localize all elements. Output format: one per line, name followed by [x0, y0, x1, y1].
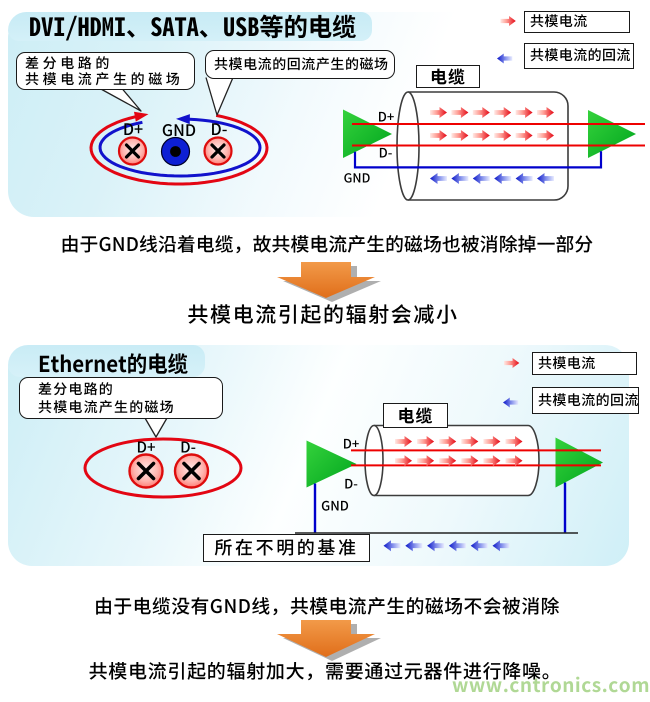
- slide1-cable-dminus-label: D-: [378, 142, 393, 161]
- slide1-callout-return: 共模电流的回流产生的磁场: [205, 50, 395, 79]
- slide1-gnd-label: GND: [161, 116, 197, 141]
- dminus-cross-icon: [210, 143, 226, 159]
- dplus-cross-icon: [136, 461, 156, 481]
- slide1-cross-section-diagram: [89, 77, 269, 186]
- legend-common-mode-arrow-icon: [504, 358, 520, 368]
- watermark: www.cntronics.com: [452, 671, 650, 698]
- slide2-cable-dminus-label: D-: [344, 473, 358, 492]
- blue-return-loop-arrowhead: [176, 114, 190, 125]
- driver-triangle-left: [306, 440, 357, 488]
- dminus-cross-icon: [182, 461, 201, 481]
- driver-triangle-right: [588, 110, 636, 158]
- slide2-cable-diagram: [295, 424, 603, 552]
- slide2-dminus-label: D-: [180, 436, 196, 457]
- conclusion1-reason: 由于GND线沿着电缆，故共模电流产生的磁场也被消除掉一部分: [60, 230, 594, 257]
- return-arrow-icon: [427, 540, 445, 552]
- driver-triangle-right: [555, 437, 603, 488]
- slide2-cable-label-box: 电缆: [383, 403, 448, 428]
- slide2-legend-arrows: [503, 358, 520, 408]
- slide2-cable-dplus-label: D+: [342, 433, 360, 453]
- slide2-dplus-label: D+: [136, 436, 156, 458]
- slide1-legend-common-mode: 共模电流: [524, 11, 630, 33]
- return-arrow-icon: [470, 540, 488, 552]
- slide2-cable-gnd-label: GND: [321, 495, 349, 515]
- slide1-cable-label-box: 电缆: [416, 65, 480, 88]
- return-current-arrows-row: [383, 540, 510, 552]
- callout-diff-tail: [99, 87, 142, 112]
- callout-line1: 差分电路的: [25, 52, 113, 73]
- slide2-title: Ethernet的电缆: [38, 347, 189, 379]
- slide2-ground-ref-box: 所在不明的基准: [203, 534, 370, 562]
- cable-cylinder-end: [364, 424, 384, 497]
- red-field-loop-arc: [89, 113, 269, 186]
- down-arrow-icon: [277, 620, 375, 657]
- slide1-cable-dplus-label: D+: [377, 106, 395, 126]
- legend-return-arrow-icon: [503, 397, 519, 408]
- return-arrow-icon: [383, 540, 401, 552]
- down-arrow-icon: [277, 262, 375, 298]
- return-arrow-icon: [492, 540, 510, 552]
- dplus-cross-icon: [124, 143, 141, 159]
- conclusion1-arrow: [277, 262, 381, 302]
- gnd-wire: [353, 151, 603, 169]
- slide1-dminus-label: D-: [210, 115, 228, 140]
- legend-common-mode-arrow-icon: [500, 16, 516, 26]
- slide1-cable-gnd-label: GND: [343, 167, 371, 187]
- slide1-dplus-label: D+: [122, 116, 144, 140]
- conclusion2-arrow: [277, 620, 381, 661]
- slide1-title: DVI/HDMI、SATA、USB等的电缆: [29, 8, 357, 44]
- red-field-loop-arrowhead: [134, 111, 149, 122]
- callout-return-tail: [205, 77, 234, 116]
- return-arrow-icon: [405, 540, 423, 552]
- conclusion1-result: 共模电流引起的辐射会减小: [187, 299, 459, 329]
- slide2-cross-section-diagram: [83, 417, 243, 499]
- callout-line2: 共模电流产生的磁场: [25, 69, 184, 89]
- slide1-title-highlight: [8, 12, 372, 41]
- legend-return-arrow-icon: [497, 53, 513, 64]
- conclusion2-result: 共模电流引起的辐射加大，需要通过元器件进行降噪。: [88, 657, 562, 684]
- slide2-title-highlight: [8, 345, 205, 377]
- callout-line1: 差分电路的: [38, 379, 114, 399]
- slide1-cable-diagram: [343, 91, 645, 201]
- slide1-legend-return: 共模电流的回流: [524, 43, 634, 69]
- slide1-legend-arrows: [497, 16, 516, 64]
- slide2-legend-return: 共模电流的回流: [532, 387, 639, 414]
- slide2-callout-diff: 差分电路的 共模电流产生的磁场: [19, 377, 223, 419]
- callout-line2: 共模电流产生的磁场: [38, 397, 175, 417]
- callout-diff-tail: [144, 417, 168, 438]
- return-arrow-icon: [448, 540, 466, 552]
- conclusion2-reason: 由于电缆没有GND线，共模电流产生的磁场不会被消除: [94, 592, 560, 619]
- slide1-callout-diff: 差分电路的 共模电流产生的磁场: [16, 52, 195, 90]
- red-field-loop: [83, 437, 243, 499]
- blue-return-loop-arc: [98, 117, 262, 178]
- slide2-legend-common-mode: 共模电流: [532, 352, 637, 375]
- gnd-dot-icon: [170, 146, 181, 157]
